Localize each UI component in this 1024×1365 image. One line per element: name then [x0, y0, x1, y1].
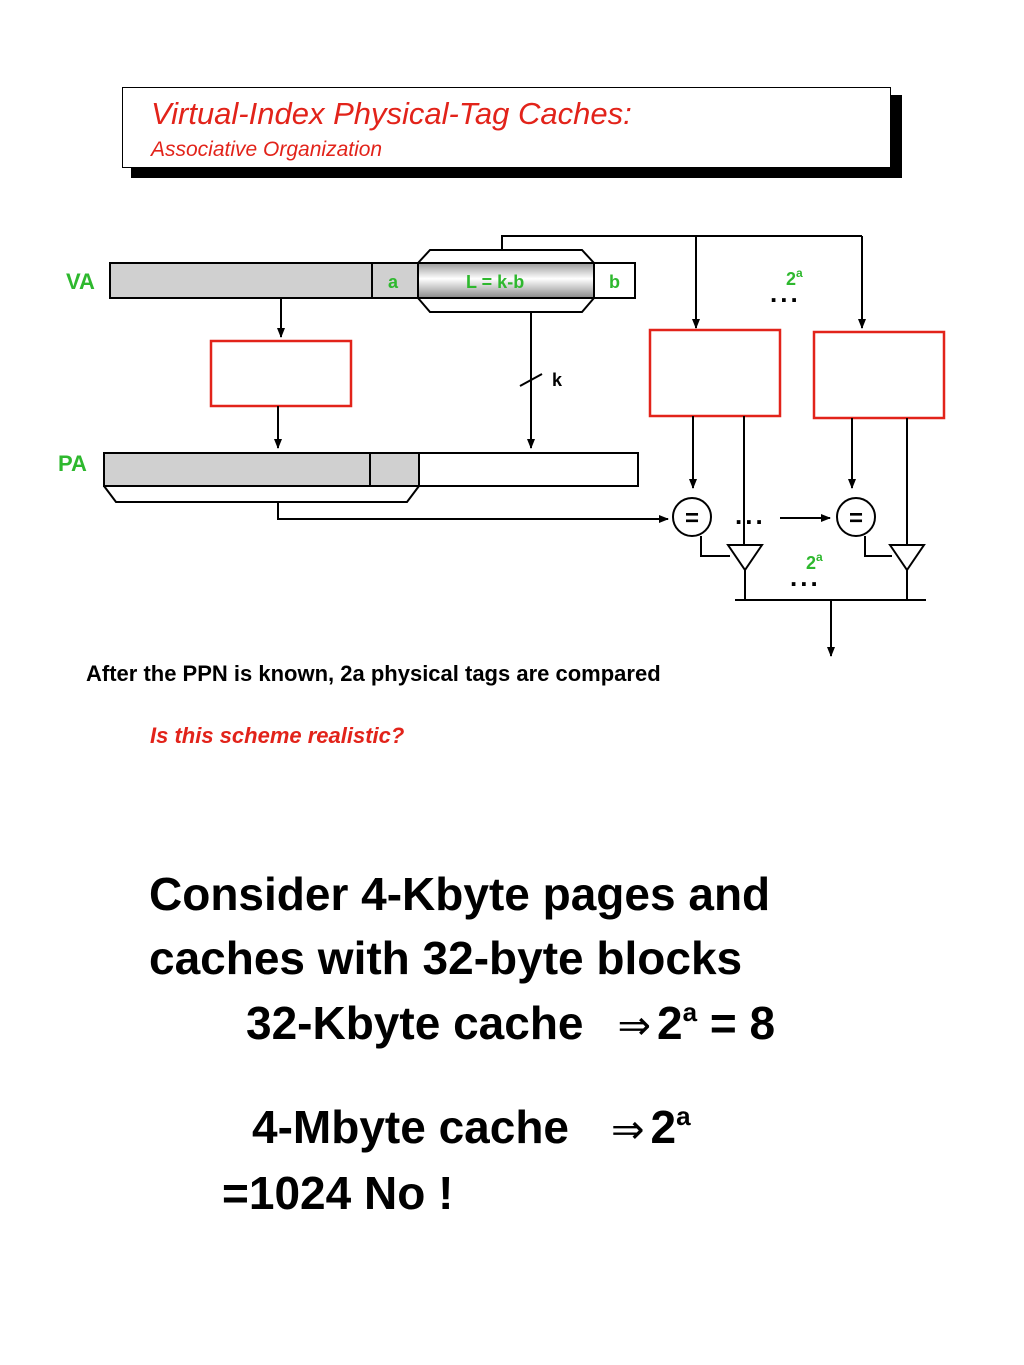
caption-mask	[60, 604, 820, 662]
va-label: VA	[66, 269, 95, 294]
line1-exp: a	[682, 997, 698, 1027]
ellipsis-top: ...	[770, 278, 801, 308]
tristate-way2	[888, 544, 926, 572]
ellipsis-bottom: ...	[790, 562, 821, 592]
va-b-field	[593, 262, 636, 299]
tlb-box	[209, 339, 353, 408]
tristate-way1	[726, 544, 764, 572]
pa-label: PA	[58, 451, 87, 476]
implies-arrow-1: ⇒	[617, 1003, 652, 1049]
field-b-label: b	[609, 272, 620, 292]
pa-tag-line	[277, 502, 669, 523]
pa-offset-field	[418, 452, 639, 487]
question-text: Is this scheme realistic?	[150, 723, 405, 748]
comparator-way2	[836, 497, 876, 537]
tag-array-way1	[648, 328, 782, 418]
pa-ppn-field	[103, 452, 371, 487]
comparator-way1-symbol: =	[685, 505, 699, 532]
pa-tag-bracket	[103, 485, 420, 503]
ellipsis-mid: ...	[735, 500, 766, 530]
way1-enable-line	[700, 536, 730, 557]
consider-text: Consider 4-Kbyte pages and caches with 3…	[149, 868, 771, 984]
line1-prefix: 32-Kbyte cache	[246, 997, 584, 1049]
line2-prefix: 4-Mbyte cache	[252, 1101, 570, 1153]
cache-line-32k: 32-Kbyte cache ⇒2a = 8	[246, 996, 775, 1050]
line2-exp: a	[676, 1101, 691, 1131]
hidden-caption: After the PPN is known, 2a physical tags…	[86, 661, 661, 686]
comparator-way1	[672, 497, 712, 537]
k-label: k	[552, 370, 563, 390]
tag-array-way2	[812, 330, 946, 420]
caption-mask-right	[820, 660, 1020, 690]
index-line	[501, 235, 862, 250]
line2-base: 2	[650, 1101, 677, 1153]
implies-arrow-2: ⇒	[611, 1107, 645, 1153]
ways-label-top: 2a	[786, 266, 803, 289]
cache-line-4m-result: =1024 No !	[222, 1167, 454, 1219]
va-a-field	[371, 262, 419, 299]
slide-subtitle: Associative Organization	[151, 138, 383, 161]
cache-diagram: VA a L = k-b b 2a ... k PA = ... = 2a	[58, 235, 1020, 690]
field-a-label: a	[388, 272, 399, 292]
index-bracket-top	[417, 249, 595, 264]
comparator-way2-symbol: =	[849, 505, 863, 532]
ways-label-bottom: 2a	[806, 550, 823, 573]
way2-enable-line	[864, 536, 892, 557]
k-tick	[519, 373, 543, 387]
cache-line-4m: 4-Mbyte cache ⇒2a	[252, 1100, 691, 1154]
line1-result: = 8	[697, 997, 776, 1049]
va-vpn-field	[109, 262, 373, 299]
va-index-field	[417, 262, 595, 299]
index-bracket-bottom	[417, 297, 595, 313]
pa-a-field	[369, 452, 420, 487]
title-box: Virtual-Index Physical-Tag Caches: Assoc…	[122, 87, 891, 168]
field-l-label: L = k-b	[466, 272, 524, 292]
slide-title: Virtual-Index Physical-Tag Caches:	[151, 96, 632, 131]
line1-base: 2	[657, 997, 683, 1049]
